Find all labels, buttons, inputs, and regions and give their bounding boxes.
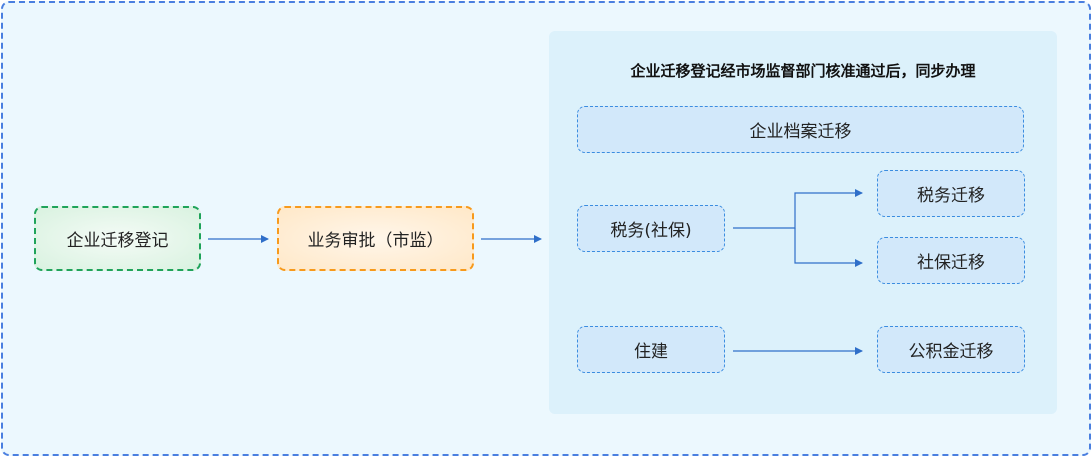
node-housing: 住建 [577, 326, 725, 373]
node-tax: 税务迁移 [877, 170, 1025, 217]
node-social: 社保迁移 [877, 237, 1025, 284]
node-approval: 业务审批（市监） [277, 206, 474, 271]
node-archive: 企业档案迁移 [577, 106, 1024, 153]
panel-title: 企业迁移登记经市场监督部门核准通过后，同步办理 [630, 62, 976, 80]
arrow-to-tax [733, 189, 863, 229]
node-fund: 公积金迁移 [877, 326, 1025, 373]
node-registration: 企业迁移登记 [34, 206, 201, 271]
arrow-to-social [794, 228, 863, 267]
node-tax-social: 税务(社保) [577, 205, 725, 252]
